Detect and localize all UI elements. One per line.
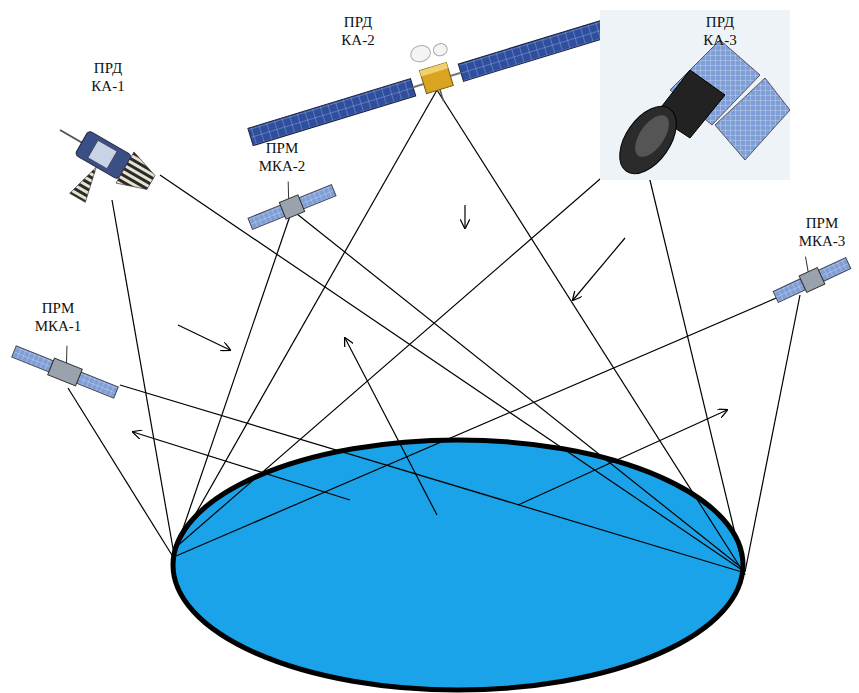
satellite-ka2-part [248,79,416,146]
signal-lines-part [68,388,175,560]
satellite-mka1-part [12,346,54,372]
satellite-ka2-part [440,90,444,101]
receiver-label: ПРМ МКА-3 [796,213,849,251]
signal-lines-part [160,175,742,570]
satellite-mka3-part [773,279,805,303]
label-text: ПРД КА-1 [89,58,126,96]
direction-arrows-part [464,205,465,228]
signal-lines-part [648,172,745,575]
satellite-mka2 [241,167,337,232]
satellite-mka2-part [279,195,304,219]
signal-lines-part [112,200,175,560]
satellite-mka1-part [48,358,83,386]
satellite-ka1-part [116,152,160,198]
signal-lines-part [176,290,795,556]
signal-lines-part [175,140,645,548]
satellite-ka3-part [715,78,790,160]
receiver-label: ПРМ МКА-2 [256,138,309,176]
satellite-ka1-part [70,162,104,202]
transmitter-label: ПРД КА-2 [338,12,378,50]
receiver-label: ПРМ МКА-1 [32,298,85,336]
satellite-mka3-part [802,257,812,272]
surface-ellipse [173,440,743,690]
satellite-mka2-part [248,205,285,229]
satellite-mka1-part [77,372,119,398]
satellite-mka3 [766,241,852,305]
direction-arrows-part [518,410,727,505]
satellite-ka3 [600,10,790,184]
label-text: ПРД КА-2 [339,12,376,50]
label-text: ПРМ МКА-1 [33,298,84,336]
satellite-ka2-part [409,43,433,64]
direction-arrows-part [178,325,230,350]
satellite-ka2 [239,0,625,158]
satellite-ka2-part [420,63,454,94]
label-text: ПРМ МКА-3 [797,213,848,251]
satellite-mka3-part [799,268,825,293]
signal-lines-part [292,210,742,568]
satellite-mka2-part [283,182,295,199]
satellite-ka3-part [608,96,688,183]
direction-arrows [133,205,727,515]
signal-lines-part [175,210,292,552]
satellite-mka1-part [61,346,73,363]
direction-arrows-part [133,432,350,500]
direction-arrows-part [573,238,625,300]
label-text: ПРД КА-3 [701,12,738,50]
direction-arrows-part [345,338,437,515]
satellite-ka3-part [628,109,675,162]
signal-lines-part [175,90,437,550]
satellite-mka3-part [819,258,851,282]
label-text: ПРМ МКА-2 [257,138,308,176]
satellite-ka2-part [458,16,621,81]
satellite-ka1-part [88,140,117,168]
transmitter-label: ПРД КА-3 [700,12,740,50]
satellite-ka2-part [420,63,449,77]
signal-lines-part [120,385,742,572]
satellite-ka1 [35,114,160,225]
transmitter-label: ПРД КА-1 [88,58,128,96]
satellite-mka1 [11,328,126,401]
satellite-mka2-part [299,185,336,209]
signal-lines-part [745,295,800,572]
satellite-ka2-part [432,42,449,58]
